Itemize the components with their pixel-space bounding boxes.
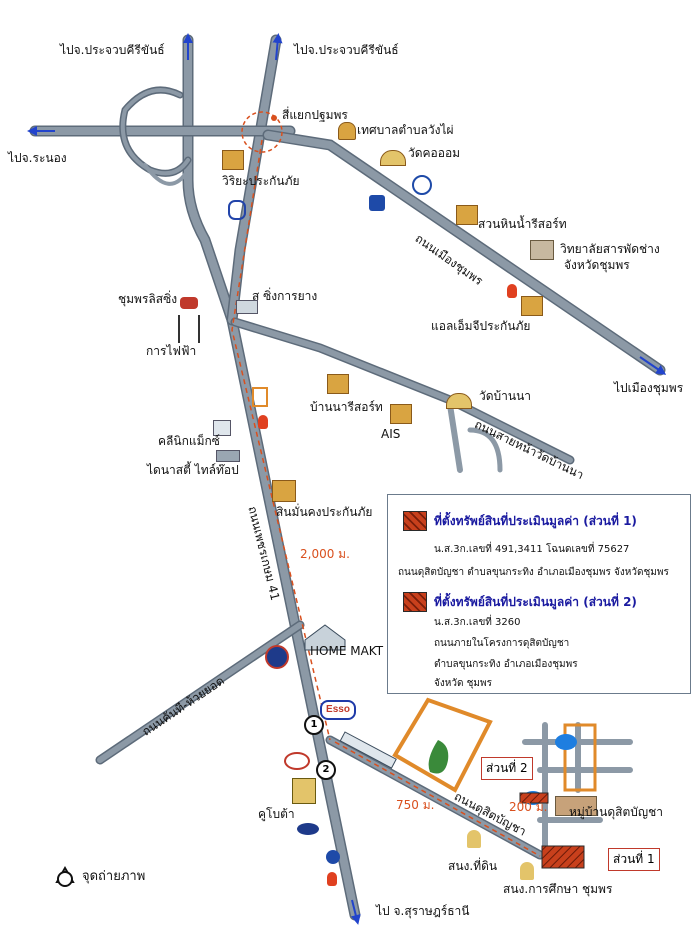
fuel2-icon — [258, 415, 268, 429]
home-mart-building — [304, 624, 346, 651]
photo-marker-2: 2 — [316, 760, 336, 780]
label-village: หมู่บ้านดุสิตบัญชา — [569, 805, 664, 819]
fuel-icon — [507, 284, 517, 298]
legend-box: ที่ตั้งทรัพย์สินที่ประเมินมูลค่า (ส่วนที… — [387, 494, 691, 694]
label-wiriya: วิริยะประกันภัย — [222, 174, 300, 188]
label-sing-karayang: ส ซิ่งการยาง — [252, 289, 318, 303]
label-home-mart: HOME MAKT — [310, 644, 384, 658]
label-suan-hin: สวนหินน้ำรีสอร์ท — [478, 217, 567, 231]
resort-building-icon — [456, 205, 478, 225]
legend-part2-line4: จังหวัด ชุมพร — [434, 678, 492, 689]
label-college: วิทยาลัยสารพัดช่าง — [560, 242, 660, 256]
car-icon — [180, 297, 198, 309]
esso-logo: Esso — [320, 700, 356, 720]
bank-icon — [369, 195, 385, 211]
wiriya-building-icon — [222, 150, 244, 170]
clinic-icon — [213, 420, 231, 436]
photo-point-label: จุดถ่ายภาพ — [82, 869, 146, 884]
label-kubota: คูโบต้า — [258, 807, 295, 821]
legend-part1-line2: ถนนดุสิตบัญชา ตำบลขุนกระทิง อำเภอเมืองชุ… — [398, 567, 669, 578]
label-intersection: สี่แยกปฐมพร — [282, 108, 348, 122]
label-wat-ban-na: วัดบ้านนา — [479, 389, 532, 403]
tag-part-2: ส่วนที่ 2 — [481, 757, 533, 780]
photo-marker-1: 1 — [304, 715, 324, 735]
label-lmg: แอลเอ็มจีประกันภัย — [431, 319, 531, 333]
label-education-office: สนง.การศึกษา ชุมพร — [503, 882, 613, 896]
lmg-building-icon — [521, 296, 543, 316]
shop-sign-icon — [252, 387, 268, 407]
legend-part2-line3: ตำบลขุนกระทิง อำเภอเมืองชุมพร — [434, 659, 578, 670]
label-clinic: คลีนิกแม็กซ์ — [158, 434, 220, 448]
intersection-circle — [241, 111, 283, 153]
wat-ban-na-icon — [446, 393, 472, 409]
distance-750: 750 ม. — [396, 798, 435, 812]
distance-200: 200 ม. — [509, 800, 548, 814]
ais-building-icon — [390, 404, 412, 424]
label-chumphon-leasing: ชุมพรลิสซิ่ง — [118, 292, 178, 306]
ford-icon — [297, 823, 319, 835]
temple-icon — [380, 150, 406, 166]
bank2-icon — [412, 175, 432, 195]
plot-part-2 — [519, 792, 549, 804]
dest-west: ไปจ.ระนอง — [8, 151, 67, 165]
bank4-icon — [326, 850, 340, 864]
legend-part2-line1: น.ส.3ก.เลขที่ 3260 — [434, 617, 521, 628]
label-sinmankong: สินมั่นคงประกันภัย — [276, 505, 373, 519]
label-college2: จังหวัดชุมพร — [564, 258, 630, 272]
dest-south: ไป จ.สุราษฎร์ธานี — [376, 904, 470, 918]
college-building-icon — [530, 240, 554, 260]
legend-part1-line1: น.ส.3ก.เลขที่ 491,3411 โฉนดเลขที่ 75627 — [434, 544, 630, 555]
village-houses-icon — [555, 796, 597, 816]
land-office-icon — [467, 830, 481, 848]
tree-cluster — [428, 740, 449, 774]
legend-swatch-part-2 — [403, 592, 427, 612]
tesaban-building-icon — [338, 122, 356, 140]
label-tesaban: เทศบาลตำบลวังไผ่ — [357, 123, 454, 137]
fuel3-icon — [327, 872, 337, 886]
legend-swatch-part-1 — [403, 511, 427, 531]
dest-north-left: ไปจ.ประจวบคีรีขันธ์ — [60, 43, 165, 57]
label-land-office: สนง.ที่ดิน — [448, 859, 498, 873]
dest-north-right: ไปจ.ประจวบคีรีขันธ์ — [294, 43, 399, 57]
direction-arrows — [27, 33, 667, 925]
bank3-icon — [228, 200, 246, 220]
legend-part2-line2: ถนนภายในโครงการดุสิตบัญชา — [434, 638, 570, 649]
label-ais: AIS — [381, 427, 401, 441]
kubota-building-icon — [292, 778, 316, 804]
tag-part-1: ส่วนที่ 1 — [608, 848, 660, 871]
caltex-icon — [265, 645, 289, 669]
legend-part2-title: ที่ตั้งทรัพย์สินที่ประเมินมูลค่า (ส่วนที… — [434, 595, 637, 609]
label-wat-khom: วัดคอออม — [408, 146, 461, 160]
power-tower-icon — [178, 315, 200, 343]
distance-2000: 2,000 ม. — [300, 547, 350, 561]
toyota-icon — [284, 752, 310, 770]
tire-shop-icon — [236, 300, 258, 314]
label-dynasty: ไดนาสตี้ ไทล์ท๊อป — [147, 463, 239, 477]
education-office-icon — [520, 862, 534, 880]
dest-east: ไปเมืองชุมพร — [614, 381, 684, 395]
sinmankong-building-icon — [272, 480, 296, 502]
legend-part1-title: ที่ตั้งทรัพย์สินที่ประเมินมูลค่า (ส่วนที… — [434, 514, 637, 528]
tile-shop-icon — [216, 450, 240, 462]
label-ban-na-resort: บ้านนารีสอร์ท — [310, 400, 383, 414]
ban-na-resort-icon — [327, 374, 349, 394]
plot-part-1 — [541, 845, 585, 869]
label-power: การไฟฟ้า — [146, 344, 197, 358]
